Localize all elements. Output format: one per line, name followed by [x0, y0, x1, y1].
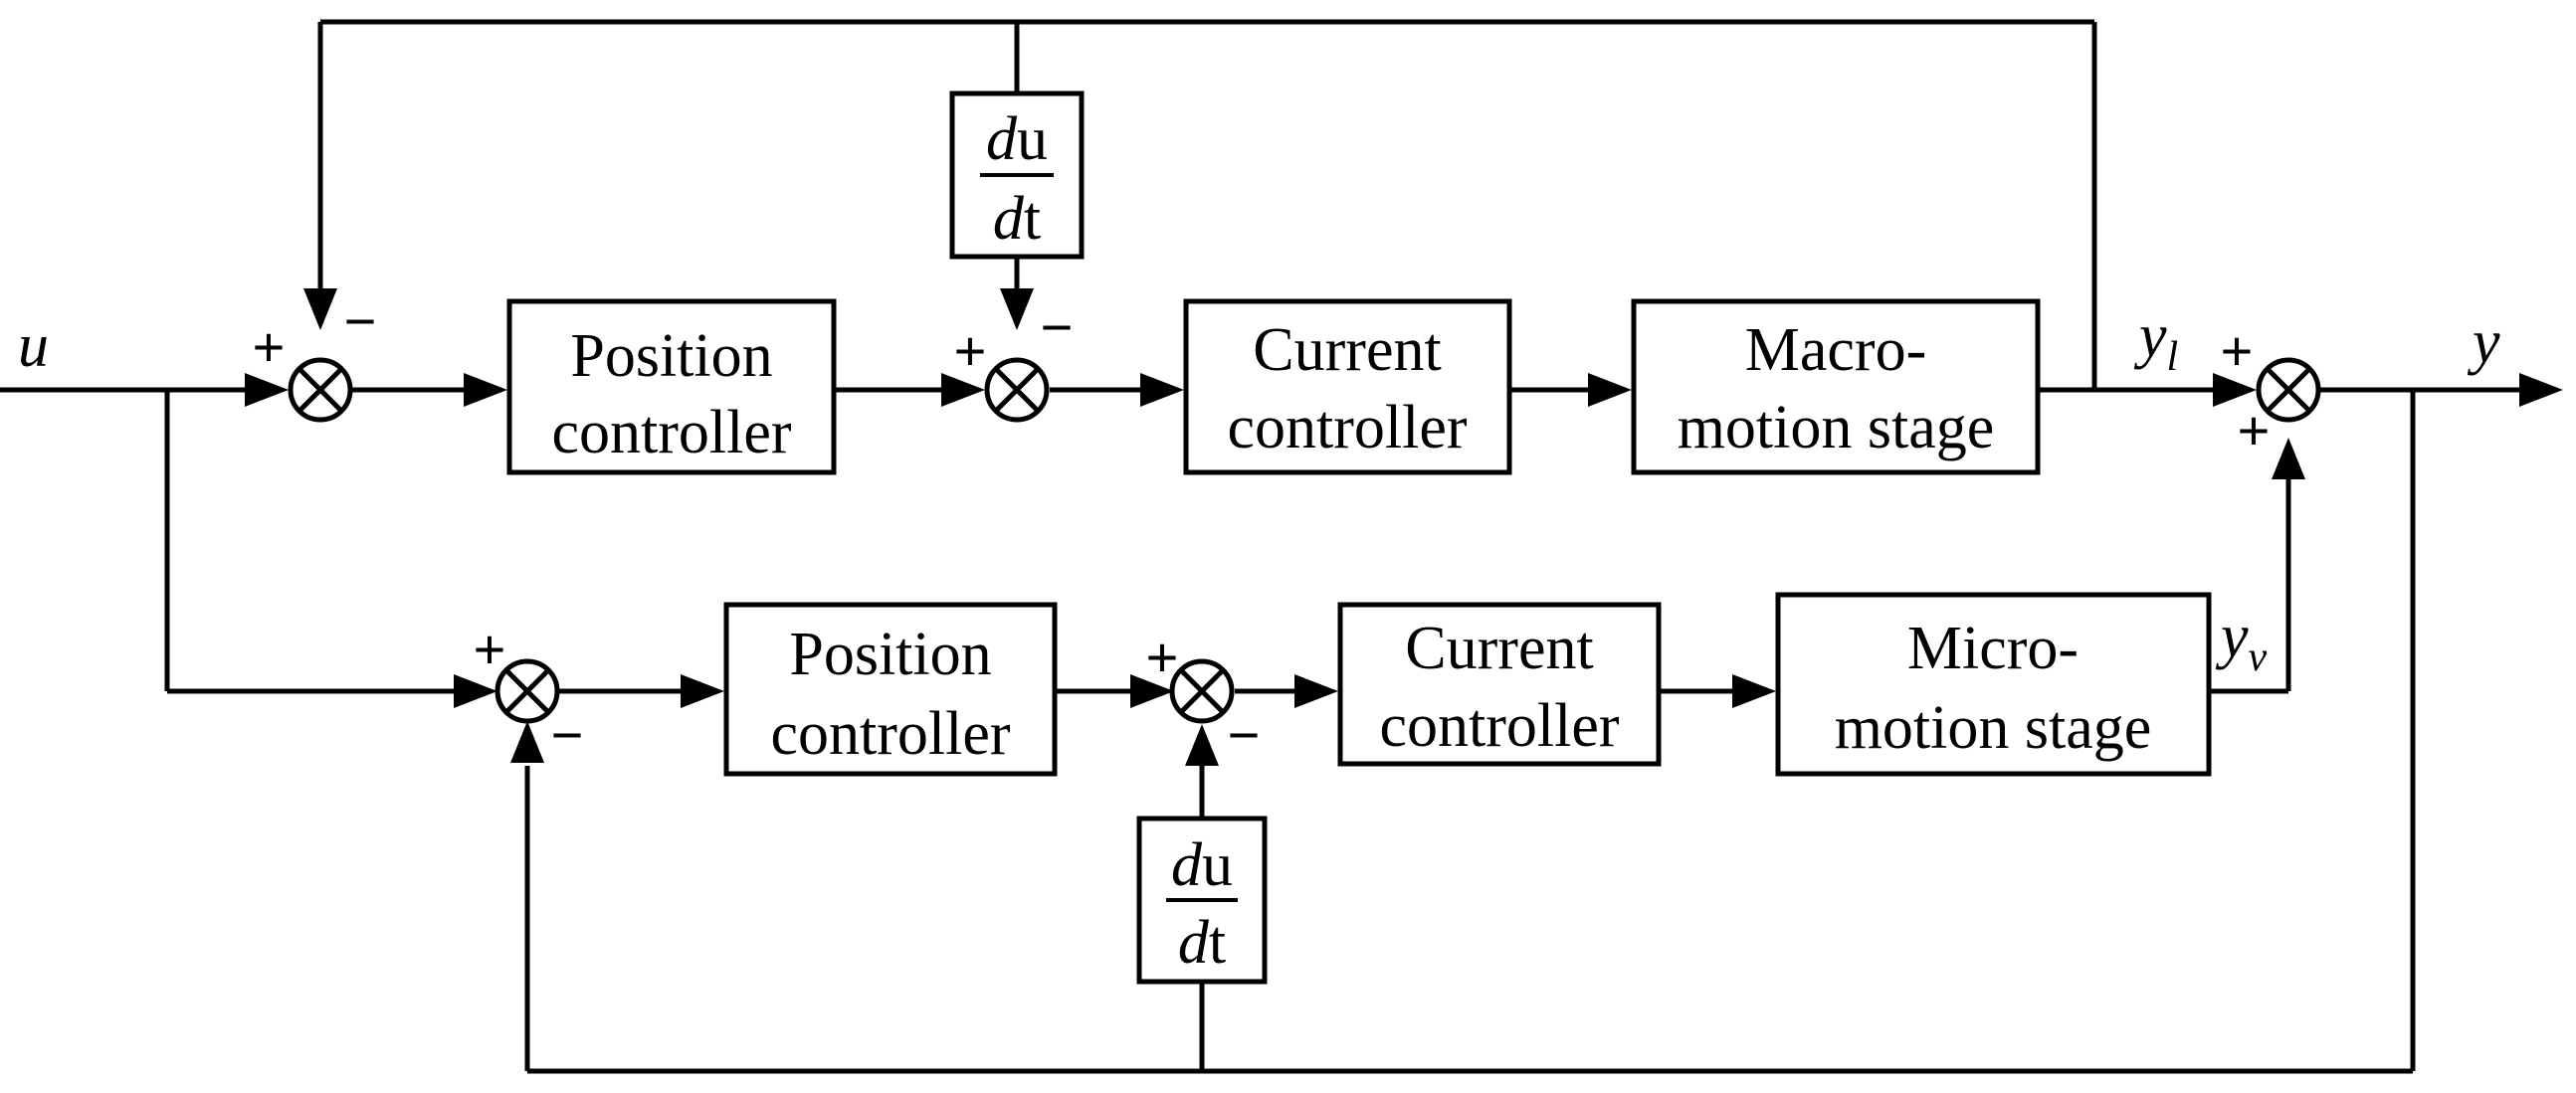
bottom-current-controller-block: Current controller — [1337, 602, 1662, 767]
sign-plus: + — [954, 319, 987, 382]
arrowhead — [1130, 674, 1174, 708]
block-label: Position — [570, 322, 772, 390]
summing-junction-bottom-1 — [495, 658, 560, 724]
derivative-numerator: du — [986, 105, 1048, 173]
micro-output-signal-label: yv — [2215, 603, 2268, 680]
block-label: Macro- — [1745, 316, 1926, 384]
arrowhead — [454, 674, 497, 708]
block-label: controller — [551, 399, 791, 466]
arrowhead — [1732, 674, 1776, 708]
arrowhead — [681, 674, 724, 708]
block-label: controller — [1379, 692, 1619, 760]
sign-minus: − — [551, 703, 584, 766]
block-label: Micro- — [1907, 615, 2079, 682]
block-label: Current — [1405, 615, 1593, 682]
sign-minus: − — [1041, 295, 1074, 358]
bottom-derivative-block: du dt — [1136, 816, 1268, 985]
sign-plus: + — [1146, 626, 1179, 688]
top-position-controller-block: Position controller — [506, 298, 837, 475]
summing-junction-output — [2256, 357, 2321, 423]
top-derivative-block: du dt — [949, 91, 1085, 260]
arrowhead — [245, 373, 289, 407]
derivative-denominator: dt — [993, 185, 1041, 253]
bottom-position-controller-block: Position controller — [723, 602, 1058, 777]
macro-motion-stage-block: Macro- motion stage — [1631, 298, 2041, 475]
arrowhead — [1140, 373, 1184, 407]
macro-output-signal-label: yl — [2133, 302, 2178, 380]
top-current-controller-block: Current controller — [1183, 298, 1512, 475]
arrowhead — [2519, 373, 2563, 407]
block-label: controller — [1227, 394, 1467, 461]
sign-minus: − — [344, 289, 377, 352]
output-signal-label: y — [2467, 308, 2500, 376]
junction-signs: + − + − + + + − + − — [253, 289, 2271, 766]
sign-plus: + — [253, 315, 286, 378]
block-label: controller — [770, 700, 1010, 768]
input-signal-label: u — [18, 312, 49, 380]
summing-junction-top-2 — [984, 357, 1050, 423]
block-label: motion stage — [1835, 694, 2152, 762]
arrowhead — [1294, 674, 1338, 708]
sign-plus: + — [474, 618, 506, 680]
arrowhead — [941, 373, 985, 407]
derivative-numerator: du — [1171, 831, 1233, 899]
sign-plus: + — [2238, 399, 2271, 461]
arrowhead — [1588, 373, 1632, 407]
block-label: Position — [789, 621, 991, 688]
summing-junction-top-1 — [288, 357, 353, 423]
arrowhead — [2213, 373, 2257, 407]
arrowhead — [303, 288, 337, 330]
sign-plus: + — [2221, 319, 2254, 382]
block-label: Current — [1253, 316, 1441, 384]
arrowhead — [1185, 724, 1219, 766]
micro-motion-stage-block: Micro- motion stage — [1775, 592, 2212, 777]
sign-minus: − — [1228, 703, 1261, 766]
block-label: motion stage — [1678, 394, 1995, 461]
arrowheads — [245, 288, 2563, 766]
connection-lines — [0, 19, 2532, 1074]
arrowhead — [464, 373, 507, 407]
arrowhead — [510, 721, 544, 763]
arrowhead — [1000, 288, 1034, 330]
derivative-denominator: dt — [1178, 909, 1226, 977]
summing-junction-bottom-2 — [1169, 658, 1235, 724]
arrowhead — [2272, 438, 2305, 479]
